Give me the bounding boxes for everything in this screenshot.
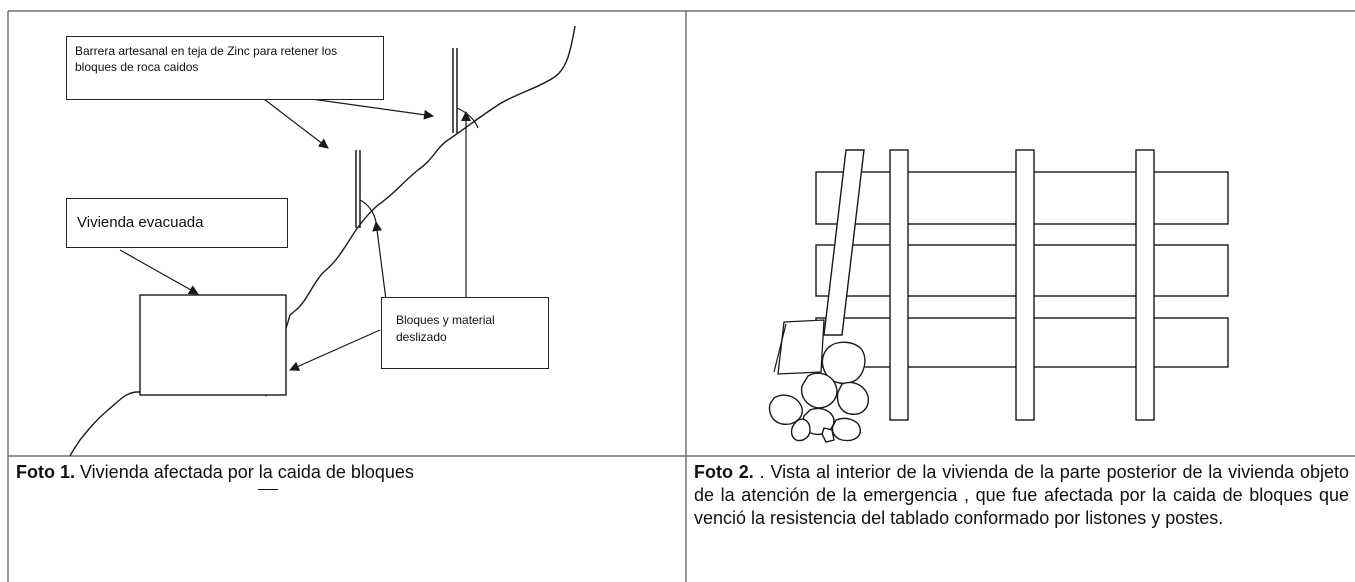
arrow-blocks-lower bbox=[372, 221, 387, 301]
photo1-caption-text: Vivienda afectada por la caida de bloque… bbox=[75, 462, 414, 482]
slope-line bbox=[69, 25, 576, 456]
photo2-caption: Foto 2. . Vista al interior de la vivien… bbox=[694, 461, 1349, 530]
photo1-caption: Foto 1. Vivienda afectada por la caida d… bbox=[16, 461, 676, 484]
vertical-posts bbox=[823, 149, 1155, 421]
house-rectangle bbox=[139, 294, 287, 396]
fallen-rocks bbox=[768, 341, 869, 443]
barrier-label: Barrera artesanal en teja de Zinc para r… bbox=[75, 44, 338, 74]
blocks-label-box: Bloques y material deslizado bbox=[381, 297, 549, 369]
photo2-caption-text: . Vista al interior de la vivienda de la… bbox=[694, 462, 1349, 528]
zinc-barrier-lower bbox=[355, 150, 377, 228]
broken-board bbox=[777, 319, 825, 375]
photo2-sketch bbox=[768, 149, 1229, 443]
barrier-label-box: Barrera artesanal en teja de Zinc para r… bbox=[66, 36, 384, 100]
photo1-sketch bbox=[69, 25, 576, 456]
house-label-box: Vivienda evacuada bbox=[66, 198, 288, 248]
house-label: Vivienda evacuada bbox=[77, 214, 204, 231]
blocks-label: Bloques y material deslizado bbox=[396, 313, 495, 344]
arrow-blocks-house bbox=[289, 329, 381, 371]
photo1-caption-number: Foto 1. bbox=[16, 462, 75, 482]
arrow-house bbox=[119, 249, 199, 295]
caption-underline-mark bbox=[258, 489, 278, 490]
photo2-caption-number: Foto 2. bbox=[694, 462, 754, 482]
arrow-barrier-lower bbox=[259, 95, 329, 149]
